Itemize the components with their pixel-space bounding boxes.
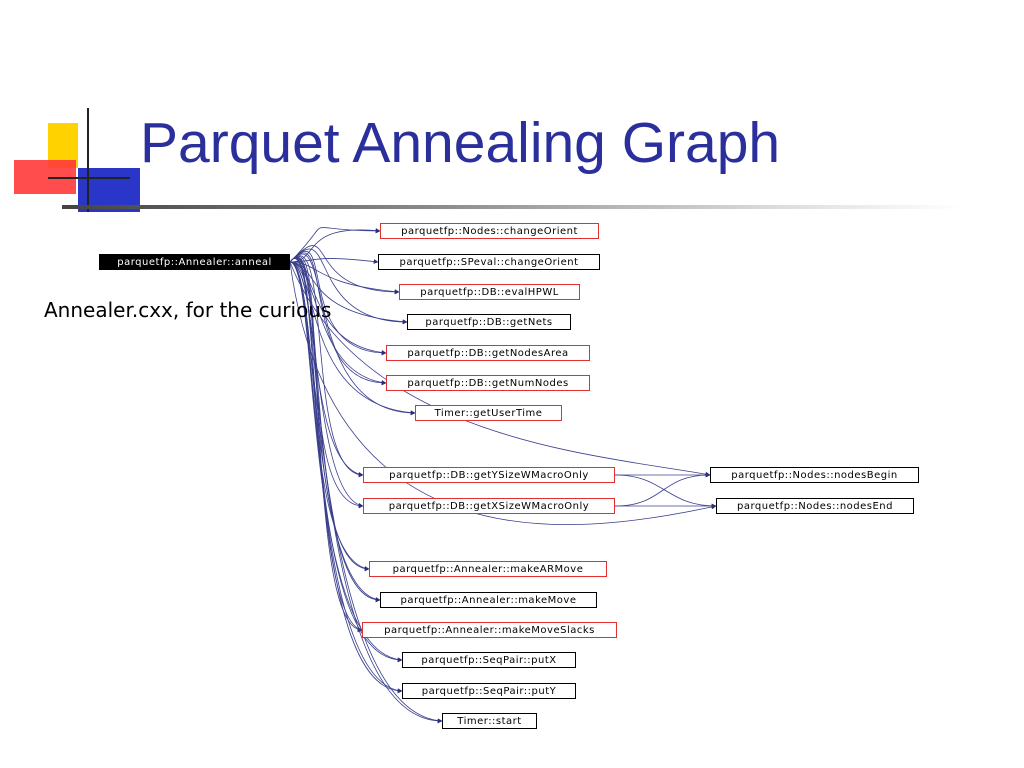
- graph-node: parquetfp::SeqPair::putX: [402, 652, 576, 668]
- secondary-edge: [614, 472, 711, 507]
- call-edge: [289, 252, 387, 386]
- call-edge: [289, 261, 400, 294]
- graph-node: parquetfp::DB::getNodesArea: [386, 345, 590, 361]
- call-edge: [289, 261, 364, 508]
- graph-node: parquetfp::DB::getXSizeWMacroOnly: [363, 498, 615, 514]
- graph-node: parquetfp::DB::getNets: [407, 314, 571, 330]
- graph-node: parquetfp::Annealer::makeARMove: [369, 561, 607, 577]
- call-edge: [289, 227, 381, 263]
- call-edge: [289, 245, 400, 295]
- graph-node: Timer::start: [442, 713, 537, 729]
- title-divider: [62, 205, 962, 209]
- graph-node: parquetfp::Annealer::makeMoveSlacks: [362, 622, 617, 638]
- secondary-edge: [614, 474, 717, 509]
- slide-subtitle: Annealer.cxx, for the curious: [44, 298, 332, 322]
- call-edge: [289, 258, 379, 264]
- graph-node-secondary: parquetfp::Nodes::nodesBegin: [710, 467, 919, 483]
- call-edge: [289, 257, 381, 603]
- call-edge: [289, 258, 443, 724]
- graph-node: parquetfp::SPeval::changeOrient: [378, 254, 600, 270]
- graph-node: parquetfp::Nodes::changeOrient: [380, 223, 599, 239]
- secondary-edge: [289, 261, 717, 526]
- graph-node: parquetfp::DB::evalHPWL: [399, 284, 580, 300]
- secondary-edge: [289, 261, 711, 477]
- slide-title: Parquet Annealing Graph: [140, 111, 781, 175]
- graph-node: parquetfp::DB::getYSizeWMacroOnly: [363, 467, 615, 483]
- graph-node: parquetfp::DB::getNumNodes: [386, 375, 590, 391]
- call-edge: [289, 261, 387, 385]
- call-edge: [289, 255, 364, 478]
- call-edge: [289, 250, 387, 356]
- graph-node: parquetfp::SeqPair::putY: [402, 683, 576, 699]
- call-edge: [289, 261, 387, 355]
- call-edge: [289, 253, 416, 416]
- call-edge: [289, 248, 408, 325]
- graph-node-secondary: parquetfp::Nodes::nodesEnd: [716, 498, 914, 514]
- graph-node: Timer::getUserTime: [415, 405, 562, 421]
- graph-node: parquetfp::Annealer::makeMove: [380, 592, 597, 608]
- graph-node-root: parquetfp::Annealer::anneal: [99, 254, 290, 270]
- slide-logo-decoration: [14, 108, 140, 212]
